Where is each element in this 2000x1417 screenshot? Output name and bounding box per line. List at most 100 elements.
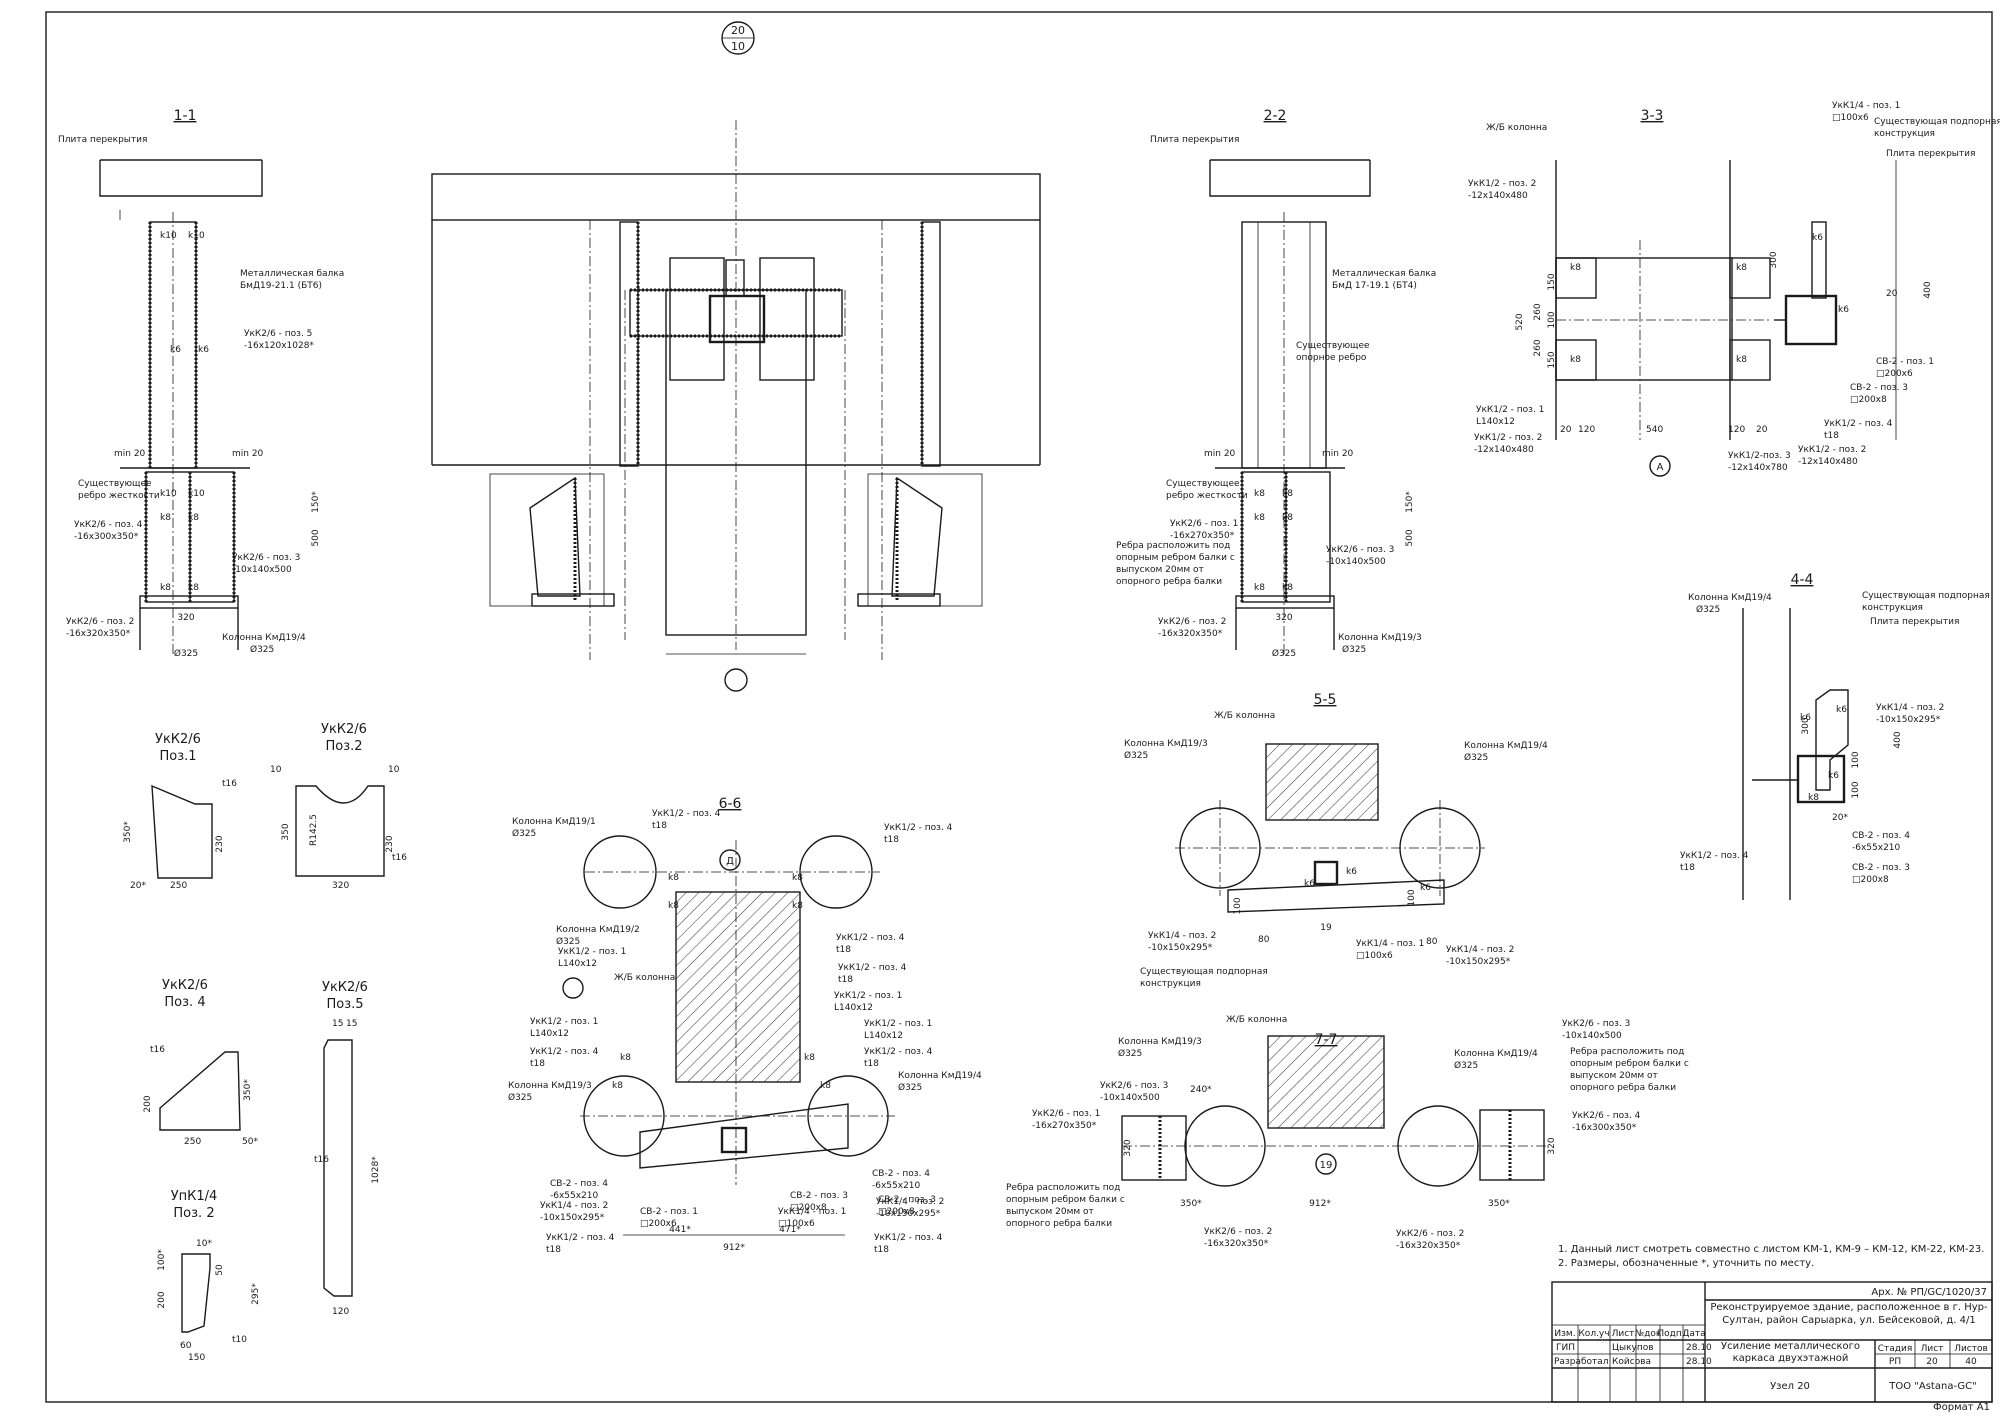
lbl-v77-label-3: Колонна КмД19/4	[1454, 1049, 1538, 1059]
lbl-v66-label-11: L140х12	[558, 959, 597, 969]
lbl-v33-label-0: Ж/Б колонна	[1486, 123, 1547, 133]
lbl-v66-label-6: Колонна КмД19/2	[556, 925, 640, 935]
lbl-v77-label-22: -16х300х350*	[1572, 1123, 1637, 1133]
lbl-v66-label-38: □200х8	[790, 1203, 827, 1213]
lbl-v22-label-13: УкК2/6 - поз. 3	[1326, 545, 1394, 555]
lbl-v77-label-13: УкК2/6 - поз. 2	[1204, 1227, 1272, 1237]
lbl-v33-label-30: 260	[1533, 339, 1543, 356]
lbl-v66-label-56: k8	[820, 1081, 831, 1091]
lbl-v22-label-11: выпуском 20мм от	[1116, 565, 1204, 575]
lbl-v55-label-17: 80	[1426, 937, 1438, 947]
pos-0-dim-1: 230	[215, 835, 225, 852]
lbl-v22-label-21: k8	[1254, 489, 1265, 499]
pos-details: УкК2/6 Поз.1 УкК2/6 Поз.2 УкК2/6 Поз. 4 …	[151, 722, 385, 1333]
lbl-v22-label-7: УкК2/6 - поз. 1	[1170, 519, 1238, 529]
lbl-v11-label-26: k8	[188, 583, 199, 593]
lbl-v66-label-21: Колонна КмД19/3	[508, 1081, 592, 1091]
lbl-v66-label-49: k8	[668, 873, 679, 883]
lbl-v66-label-36: □200х6	[640, 1219, 677, 1229]
lbl-v77-label-11: выпуском 20мм от	[1006, 1207, 1094, 1217]
lbl-v33-label-7: Плита перекрытия	[1886, 149, 1975, 159]
lbl-v44-label-11: УкК1/2 - поз. 4	[1680, 851, 1749, 861]
lbl-v66-label-35: СВ-2 - поз. 1	[640, 1207, 698, 1217]
pos-1-dim-6: t16	[392, 853, 407, 863]
lbl-v33-label-8: УкК1/2 - поз. 1	[1476, 405, 1544, 415]
lbl-v11-label-16: min 20	[232, 449, 264, 459]
lbl-v55-label-7: УкК1/4 - поз. 1	[1356, 939, 1424, 949]
lbl-v44-label-0: Колонна КмД19/4	[1688, 593, 1772, 603]
lbl-v44-label-9: СВ-2 - поз. 3	[1852, 863, 1910, 873]
tb-company: ТОО "Astana-GC"	[1888, 1381, 1977, 1392]
lbl-v77-label-23: УкК2/6 - поз. 2	[1396, 1229, 1464, 1239]
lbl-v22-label-5: Существующее	[1166, 479, 1240, 489]
lbl-v33-label-6: конструкция	[1874, 129, 1935, 139]
lbl-v33-label-21: -12х140х480	[1798, 457, 1858, 467]
view-1-1-title: 1-1	[174, 108, 197, 124]
view-3-3-title: 3-3	[1641, 108, 1664, 124]
lbl-v33-label-16: УкК1/2 - поз. 4	[1824, 419, 1893, 429]
lbl-v11-label-30: 500	[311, 529, 321, 546]
pos-ukk26-2: УкК2/6 Поз.2	[295, 722, 385, 877]
lbl-v33-label-39: 300	[1769, 251, 1779, 268]
lbl-v44-label-13: k6	[1836, 705, 1847, 715]
view-4-4: 4-4	[1742, 572, 1849, 900]
pos-1-dim-2: 230	[385, 835, 395, 852]
lbl-v77-label-8: -16х270х350*	[1032, 1121, 1097, 1131]
lbl-v77-label-6: -10х140х500	[1100, 1093, 1160, 1103]
pos-1-dim-3: 320	[332, 881, 349, 891]
view-2-2: 2-2	[1209, 108, 1371, 655]
lbl-v55-label-11: Существующая подпорная	[1140, 967, 1268, 977]
lbl-v33-label-32: 100	[1547, 311, 1557, 328]
pos-2-dim-3: 50*	[242, 1137, 258, 1147]
lbl-v66-label-23: УкК1/2 - поз. 1	[864, 1019, 932, 1029]
lbl-v77-label-16: -10х140х500	[1562, 1031, 1622, 1041]
pos-ukk26-5: УкК2/6 Поз.5	[322, 980, 368, 1297]
lbl-v77-label-21: УкК2/6 - поз. 4	[1572, 1111, 1641, 1121]
lbl-v44-label-20: 100	[1851, 781, 1861, 798]
tb-drawing-title: Усиление металлического каркаса двухэтаж…	[1720, 1341, 1861, 1368]
notes: 1. Данный лист смотреть совместно с лист…	[1558, 1244, 1984, 1269]
lbl-v11-label-23: k8	[160, 513, 171, 523]
lbl-v33-label-3: УкК1/4 - поз. 1	[1832, 101, 1900, 111]
lbl-v66-label-33: УкК1/2 - поз. 4	[546, 1233, 615, 1243]
lbl-v11-label-20: k6	[198, 345, 209, 355]
view-3-3: 3-3 А	[1555, 108, 1897, 477]
lbl-v11-label-0: Плита перекрытия	[58, 135, 147, 145]
lbl-v22-label-23: k8	[1254, 513, 1265, 523]
lbl-v44-label-5: УкК1/4 - поз. 2	[1876, 703, 1944, 713]
lbl-v55-label-1: Колонна КмД19/3	[1124, 739, 1208, 749]
lbl-v33-label-17: t18	[1824, 431, 1839, 441]
lbl-v22-label-16: -16х320х350*	[1158, 629, 1223, 639]
lbl-v33-label-23: k8	[1570, 355, 1581, 365]
lbl-v66-label-37: СВ-2 - поз. 3	[790, 1191, 848, 1201]
lbl-v33-label-38: 20	[1756, 425, 1768, 435]
lbl-v11-label-11: УкК2/6 - поз. 2	[66, 617, 134, 627]
pos-3-dim-2: 15	[332, 1019, 343, 1029]
lbl-v66-label-41: СВ-2 - поз. 3	[878, 1195, 936, 1205]
lbl-v33-label-36: 540	[1646, 425, 1663, 435]
svg-text:Поз. 2: Поз. 2	[173, 1206, 214, 1221]
note-1: 1. Данный лист смотреть совместно с лист…	[1558, 1244, 1984, 1255]
lbl-v33-label-15: □200х8	[1850, 395, 1887, 405]
view-1-1: 1-1	[99, 108, 263, 655]
lbl-v55-label-4: Ø325	[1464, 752, 1488, 763]
lbl-v33-label-35: 120	[1578, 425, 1595, 435]
svg-text:Цыкупов: Цыкупов	[1612, 1343, 1654, 1353]
pos-2-dim-2: 250	[184, 1137, 201, 1147]
pos-2-dim-1: 350*	[243, 1079, 253, 1101]
pos-4-dim-4: 10*	[196, 1239, 212, 1249]
lbl-v11-label-6: ребро жесткости	[78, 491, 160, 501]
lbl-v55-label-5: УкК1/4 - поз. 2	[1148, 931, 1216, 941]
lbl-v66-label-28: Ø325	[898, 1082, 922, 1093]
lbl-v66-label-27: Колонна КмД19/4	[898, 1071, 982, 1081]
lbl-v11-label-22: k10	[188, 489, 205, 499]
lbl-v33-label-25: k8	[1736, 355, 1747, 365]
pos-0-dim-0: 350*	[123, 821, 133, 843]
svg-text:№док: №док	[1635, 1329, 1662, 1339]
pos-4-dim-0: 295*	[251, 1283, 261, 1305]
lbl-v22-label-4: опорное ребро	[1296, 353, 1367, 363]
lbl-v33-label-19: -12х140х780	[1728, 463, 1788, 473]
